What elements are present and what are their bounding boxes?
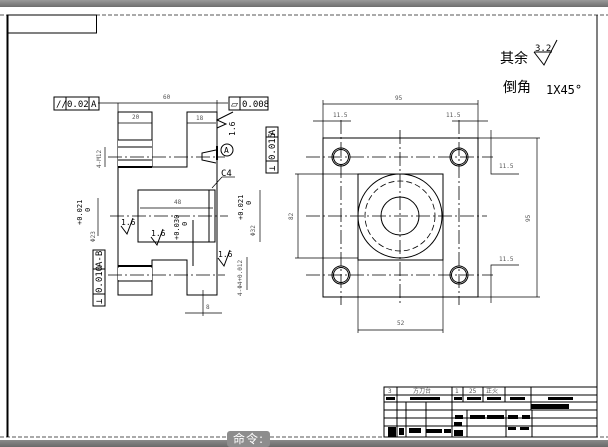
dim-inner-width: 52 xyxy=(397,320,405,327)
tb-count: 1 xyxy=(455,388,459,395)
window-title-bar xyxy=(0,0,608,7)
tolerance-frame-parallel: // 0.02 A xyxy=(53,96,100,111)
status-bar xyxy=(0,440,608,447)
thread-callout: 4-M12 xyxy=(96,150,103,168)
datum-label: A xyxy=(224,146,229,155)
command-prompt[interactable]: 命令: xyxy=(227,431,271,447)
title-block: 3 方刀台 1 25 正火 xyxy=(383,386,598,438)
svg-text:0.008: 0.008 xyxy=(242,100,269,110)
chamfer-value: 1X45° xyxy=(546,83,582,97)
tb-quantity: 3 xyxy=(388,388,392,395)
remaining-label: 其余 xyxy=(500,50,528,67)
svg-text:0.010: 0.010 xyxy=(95,266,105,293)
chamfer-callout: C4 xyxy=(221,169,232,179)
dim-offset-tl: 11.5 xyxy=(333,112,348,119)
dim-left: 20 xyxy=(132,114,140,121)
bore-large-dia: Φ32 xyxy=(250,225,257,236)
general-notes: 其余 3.2 倒角 1X45° xyxy=(500,39,582,97)
datum-circle xyxy=(220,143,234,157)
chamfer-label: 倒角 xyxy=(503,80,531,96)
tb-heat-treatment: 正火 xyxy=(486,388,498,395)
bore-large-upper: +0.021 xyxy=(237,195,245,220)
dim-offset-rb: 11.5 xyxy=(499,256,514,263)
svg-text://: // xyxy=(56,100,67,110)
bore-small-dia: Φ23 xyxy=(90,231,97,242)
roughness-4: 1.6 xyxy=(228,121,237,136)
bore-mid-upper: +0.030 xyxy=(173,215,181,240)
bore-large-lower: 0 xyxy=(245,201,253,205)
drawing-frame xyxy=(0,14,608,438)
dim-bottom: 8 xyxy=(206,304,210,311)
svg-text:0.015: 0.015 xyxy=(268,133,278,160)
dim-width: 95 xyxy=(395,95,403,102)
front-section-view: 60 20 18 48 8 4-M12 +0.021 0 Φ23 +0.021 … xyxy=(53,94,279,316)
svg-text:A-B: A-B xyxy=(95,251,105,267)
svg-text:A: A xyxy=(91,100,97,110)
roughness-symbol-icon xyxy=(533,39,558,66)
dim-right: 18 xyxy=(196,115,204,122)
bore-small-lower: 0 xyxy=(84,208,92,212)
dim-overall-width: 60 xyxy=(163,94,171,101)
bore-small-upper: +0.021 xyxy=(76,200,84,225)
tb-illegible-text xyxy=(386,397,573,437)
pin-holes-callout: 4-Φ4+0.012 xyxy=(237,259,244,296)
dim-bore-length: 48 xyxy=(174,199,182,206)
svg-text:⏥: ⏥ xyxy=(231,100,238,110)
roughness-1: 1.6 xyxy=(121,218,136,227)
svg-text:⊥: ⊥ xyxy=(95,298,105,304)
svg-text:A: A xyxy=(268,129,278,135)
bore-mid-lower: 0 xyxy=(181,222,189,226)
dim-height: 95 xyxy=(525,214,532,222)
tb-part-name: 方刀台 xyxy=(413,387,431,395)
roughness-2: 1.6 xyxy=(151,229,166,238)
dim-offset-tr: 11.5 xyxy=(446,112,461,119)
side-view: 95 11.5 11.5 95 11.5 11.5 82 52 xyxy=(288,95,540,333)
svg-text:⊥: ⊥ xyxy=(268,165,278,171)
svg-text:0.02: 0.02 xyxy=(67,100,89,110)
tolerance-frame-flatness: ⏥ 0.008 xyxy=(228,96,269,111)
roughness-3: 1.6 xyxy=(218,250,233,259)
tb-number: 25 xyxy=(469,388,477,395)
tolerance-frame-perp-left: ⊥ 0.010 A-B xyxy=(92,249,106,307)
tolerance-frame-perp-right: ⊥ 0.015 A xyxy=(265,126,279,174)
dim-offset-rt: 11.5 xyxy=(499,163,514,170)
dim-inner-height: 82 xyxy=(288,212,295,220)
remaining-roughness: 3.2 xyxy=(535,44,551,54)
